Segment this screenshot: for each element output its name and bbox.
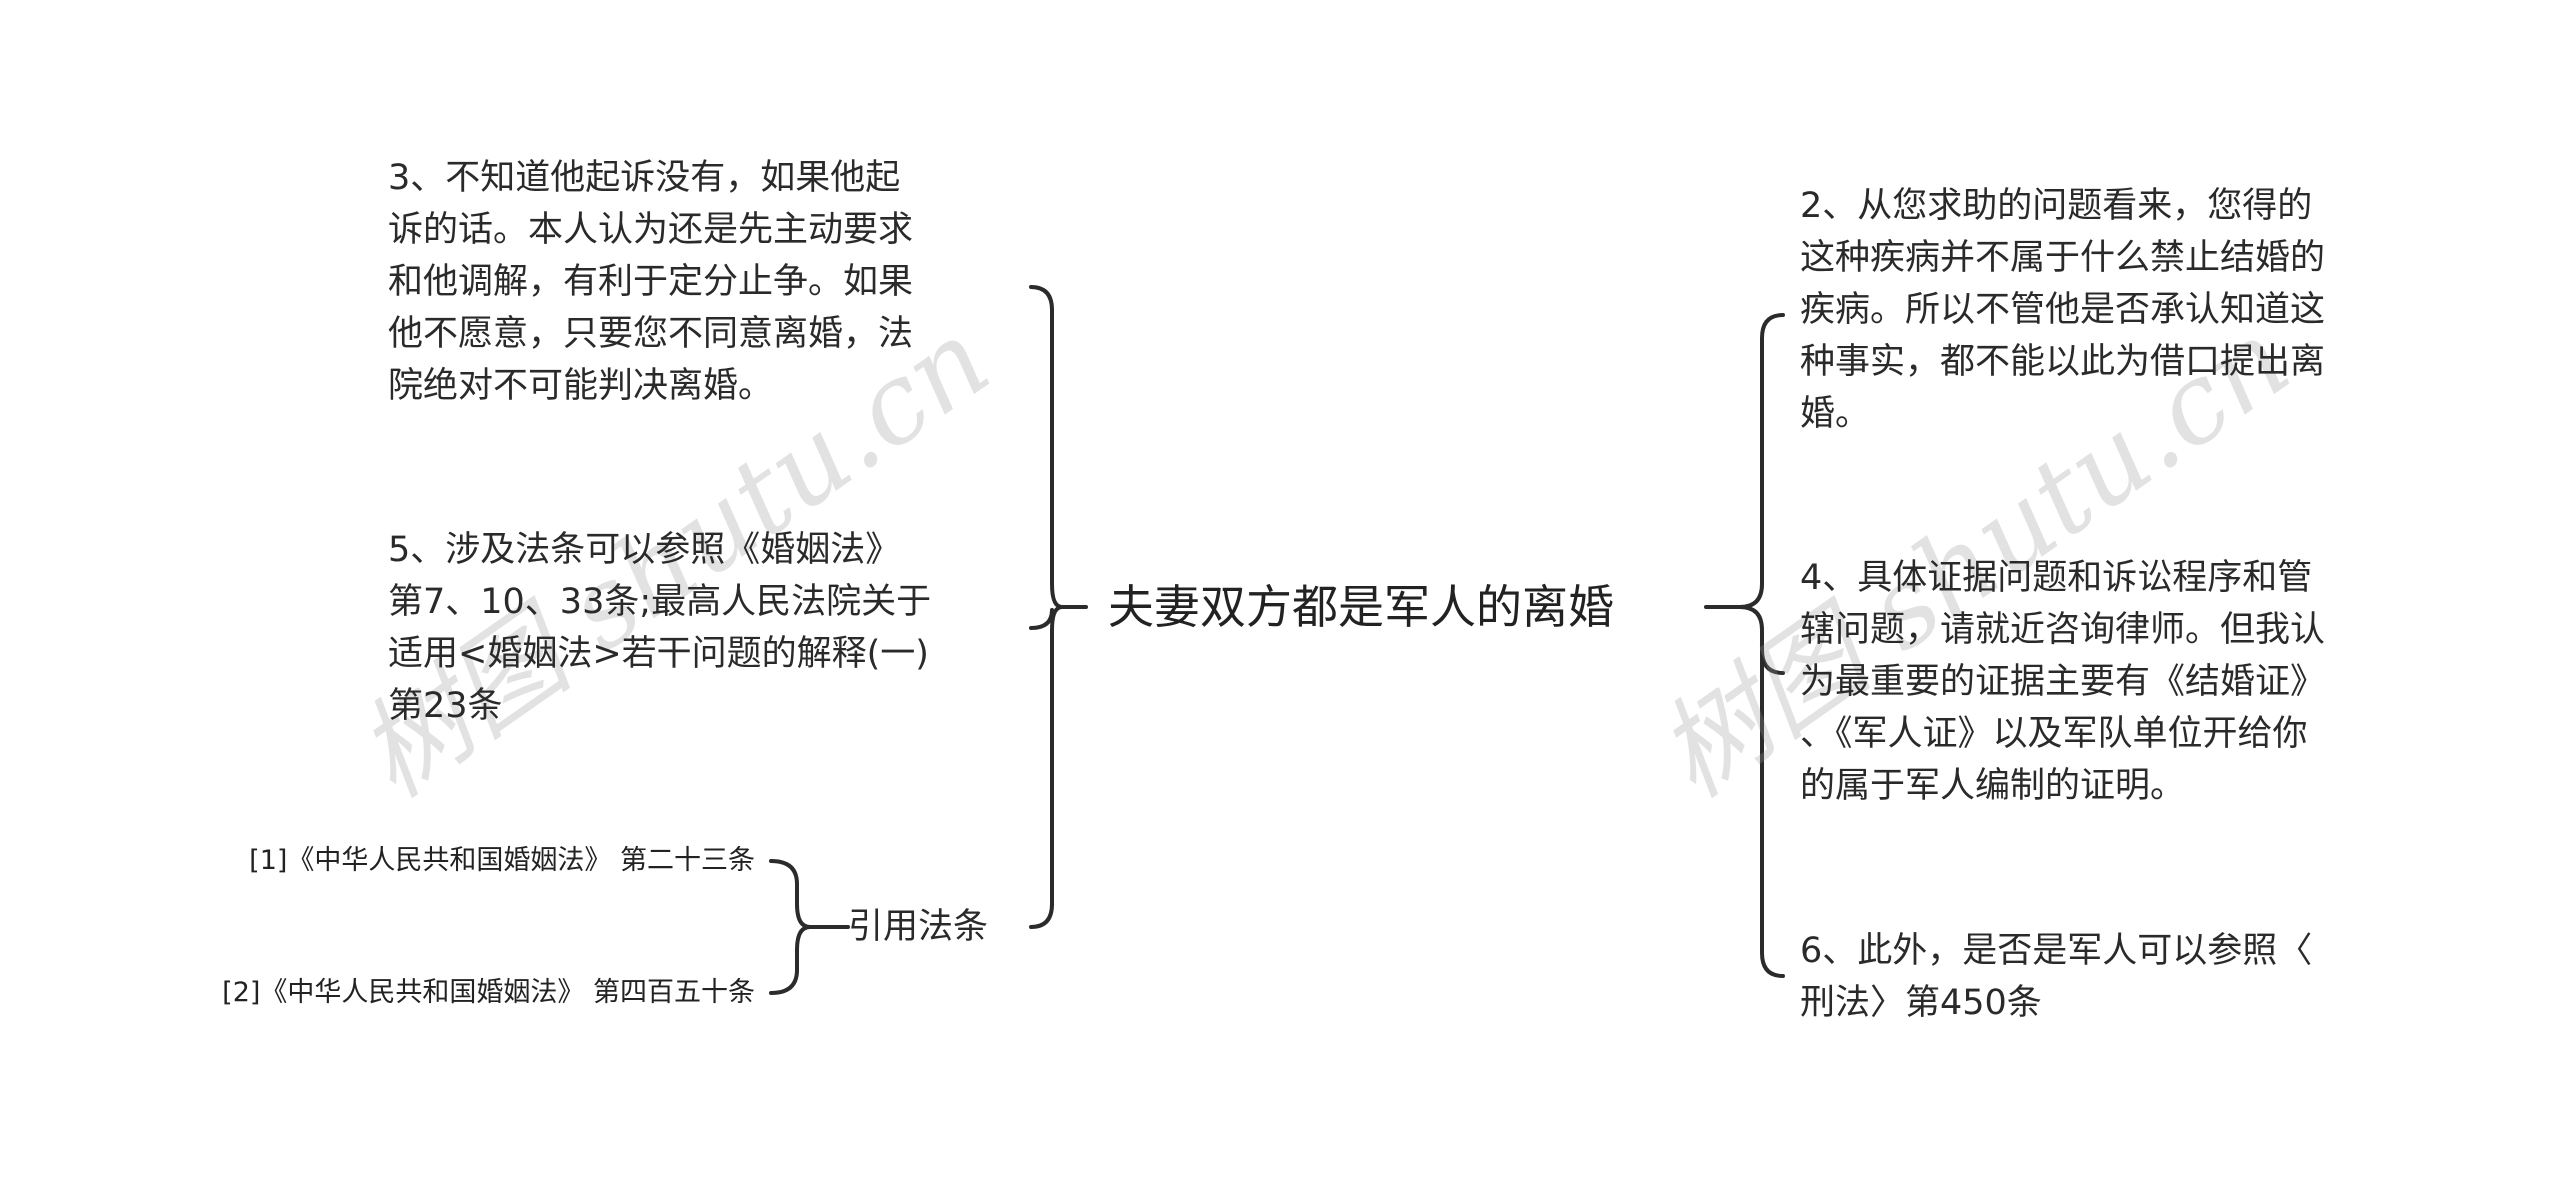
ref-item-2[interactable]: [2]《中华人民共和国婚姻法》 第四百五十条 — [222, 977, 755, 1008]
ref-item-1[interactable]: [1]《中华人民共和国婚姻法》 第二十三条 — [249, 845, 755, 876]
left-node-cited-laws[interactable]: 引用法条 — [848, 907, 989, 947]
right-node-4[interactable]: 4、具体证据问题和诉讼程序和管 辖问题，请就近咨询律师。但我认 为最重要的证据主… — [1800, 558, 2326, 806]
root-topic[interactable]: 夫妻双方都是军人的离婚 — [1108, 580, 1614, 634]
left-node-5[interactable]: 5、涉及法条可以参照《婚姻法》 第7、10、33条;最高人民法院关于 适用<婚姻… — [388, 530, 932, 726]
right-node-6[interactable]: 6、此外，是否是军人可以参照〈 刑法〉第450条 — [1800, 931, 2313, 1023]
left-bracket — [1029, 285, 1063, 929]
refs-bracket — [769, 859, 811, 995]
right-bracket — [1739, 313, 1785, 978]
right-tick-node4 — [1760, 648, 1785, 675]
left-tick-node5 — [1029, 608, 1054, 630]
right-node-2[interactable]: 2、从您求助的问题看来，您得的 这种疾病并不属于什么禁止结婚的 疾病。所以不管他… — [1800, 186, 2326, 434]
left-node-3[interactable]: 3、不知道他起诉没有，如果他起 诉的话。本人认为还是先主动要求 和他调解，有利于… — [388, 158, 914, 406]
